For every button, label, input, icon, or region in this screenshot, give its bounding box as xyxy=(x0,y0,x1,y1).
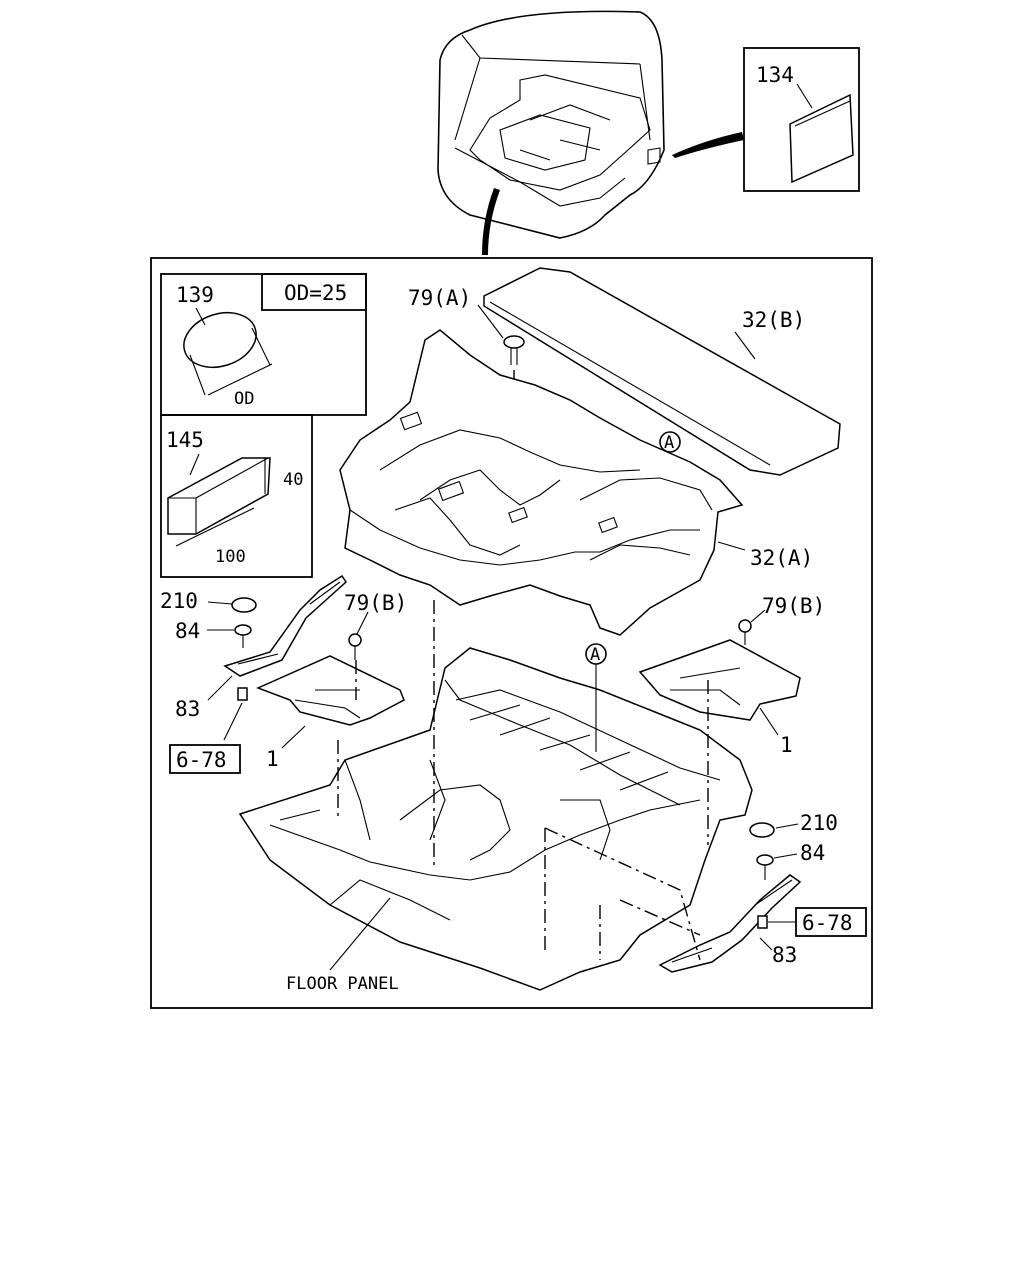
part-32b-panel xyxy=(483,267,841,476)
floor-panel-label: FLOOR PANEL xyxy=(286,974,399,994)
part-1-right-cover xyxy=(638,639,801,736)
part-83-left-bracket xyxy=(207,574,347,701)
ref-circle-a-top xyxy=(659,431,681,453)
od-spec-label: OD=25 xyxy=(284,281,347,305)
label-84-right: 84 xyxy=(800,841,825,865)
label-79a: 79(A) xyxy=(408,286,471,310)
assembly-lines xyxy=(337,600,709,961)
label-134: 134 xyxy=(756,63,794,87)
part-678-left-clip xyxy=(169,687,248,774)
part-678-right-clip xyxy=(757,907,867,937)
ref-a-mid-label: A xyxy=(590,645,600,665)
dim-100-label: 100 xyxy=(215,547,246,567)
label-1-left: 1 xyxy=(266,747,279,771)
label-210-left: 210 xyxy=(160,589,198,613)
cab-overview-illustration xyxy=(437,10,665,239)
ref-circle-a-mid xyxy=(585,643,607,752)
part-210-left xyxy=(207,597,257,613)
label-84-left: 84 xyxy=(175,619,200,643)
od-label: OD xyxy=(234,389,254,409)
label-210-right: 210 xyxy=(800,811,838,835)
ref-a-top-label: A xyxy=(664,433,674,453)
part-210-right xyxy=(749,822,799,838)
part-32a-carpet xyxy=(339,329,746,636)
leader-arrow-box134 xyxy=(672,132,744,158)
label-79b-left: 79(B) xyxy=(344,591,407,615)
label-1-right: 1 xyxy=(780,733,793,757)
part-79b-left-clip xyxy=(348,611,369,660)
part-1-left-cover xyxy=(256,655,405,749)
label-83-left: 83 xyxy=(175,697,200,721)
part-134-box xyxy=(743,47,860,192)
ref-678-left: 6-78 xyxy=(176,748,227,772)
floor-panel-illustration xyxy=(238,647,753,991)
label-79b-right: 79(B) xyxy=(762,594,825,618)
leader-arrow-detail xyxy=(482,188,500,255)
label-32b: 32(B) xyxy=(742,308,805,332)
inset-part-145 xyxy=(160,414,313,578)
detail-frame xyxy=(150,257,873,1009)
label-83-right: 83 xyxy=(772,943,797,967)
label-145: 145 xyxy=(166,428,204,452)
part-84-right xyxy=(756,853,798,880)
part-83-right-bracket xyxy=(658,874,802,973)
part-79b-right-clip xyxy=(738,609,766,645)
dim-40-label: 40 xyxy=(283,470,303,490)
inset-part-139 xyxy=(160,273,367,416)
part-84-left xyxy=(207,624,252,648)
label-139: 139 xyxy=(176,283,214,307)
ref-678-right: 6-78 xyxy=(802,911,853,935)
label-32a: 32(A) xyxy=(750,546,813,570)
